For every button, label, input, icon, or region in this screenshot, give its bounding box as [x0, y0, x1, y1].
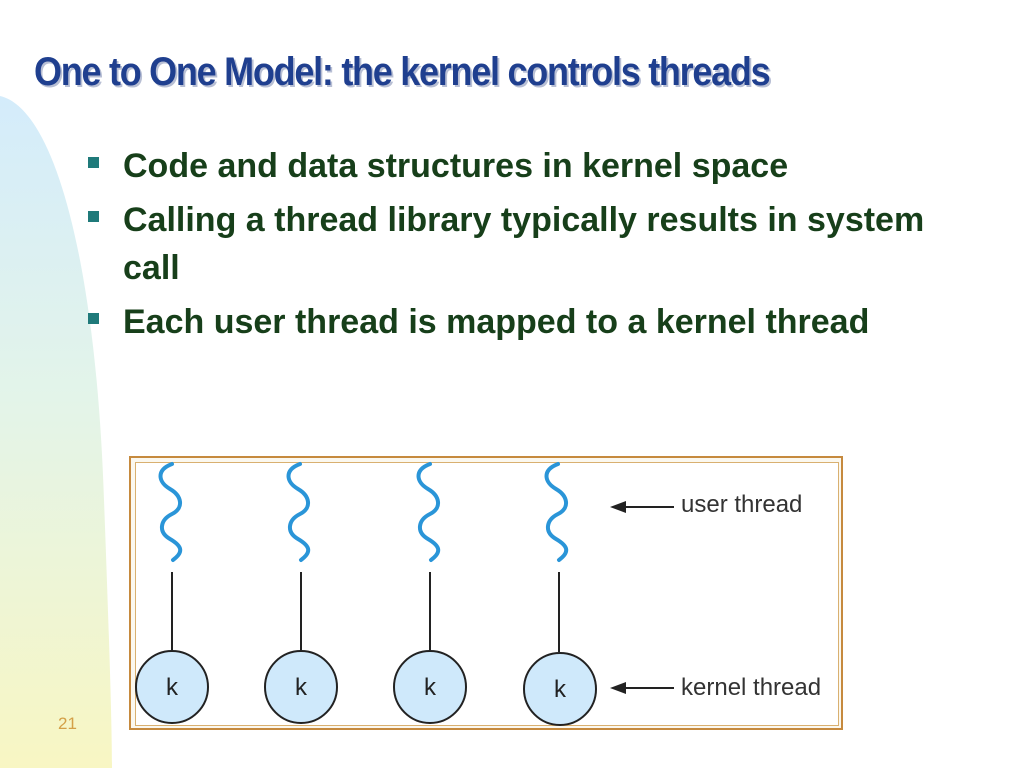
kernel-thread-circle-2 [264, 650, 338, 724]
one-to-one-model-diagram: k k k k user thread kernel thread [129, 456, 843, 730]
bullet-item: Each user thread is mapped to a kernel t… [82, 298, 942, 346]
kernel-thread-label-3: k [424, 674, 436, 701]
bullet-list: Code and data structures in kernel space… [82, 142, 942, 352]
bullet-text: Code and data structures in kernel space [123, 147, 789, 185]
square-bullet-icon [88, 211, 99, 222]
bullet-item: Calling a thread library typically resul… [82, 196, 942, 292]
slide-number: 21 [58, 714, 77, 733]
user-thread-4 [544, 462, 569, 562]
diagram-drawing [135, 462, 674, 726]
kernel-thread-circle-1 [135, 650, 209, 724]
left-arrow-icon [610, 501, 674, 513]
user-thread-1 [158, 462, 183, 562]
user-thread-label: user thread [681, 491, 803, 518]
user-thread-2 [286, 462, 311, 562]
bullet-text: Calling a thread library typically resul… [123, 201, 925, 287]
wavy-thread-icon [158, 462, 183, 562]
slide-title: One to One Model: the kernel controls th… [34, 50, 771, 94]
kernel-thread-label-2: k [295, 674, 307, 701]
kernel-thread-label-1: k [166, 674, 178, 701]
square-bullet-icon [88, 313, 99, 324]
wavy-thread-icon [544, 462, 569, 562]
wavy-thread-icon [416, 462, 441, 562]
square-bullet-icon [88, 157, 99, 168]
kernel-thread-circle-4 [523, 652, 597, 726]
left-arrow-icon [610, 682, 674, 694]
kernel-thread-label-4: k [554, 676, 566, 703]
kernel-thread-label: kernel thread [681, 674, 822, 701]
user-thread-3 [416, 462, 441, 562]
wavy-thread-icon [286, 462, 311, 562]
diagram-frame [129, 456, 843, 730]
kernel-thread-circle-3 [393, 650, 467, 724]
bullet-text: Each user thread is mapped to a kernel t… [123, 303, 870, 341]
diagram-frame-inner [135, 462, 839, 726]
bullet-item: Code and data structures in kernel space [82, 142, 942, 190]
background-gradient-shape [0, 96, 112, 768]
